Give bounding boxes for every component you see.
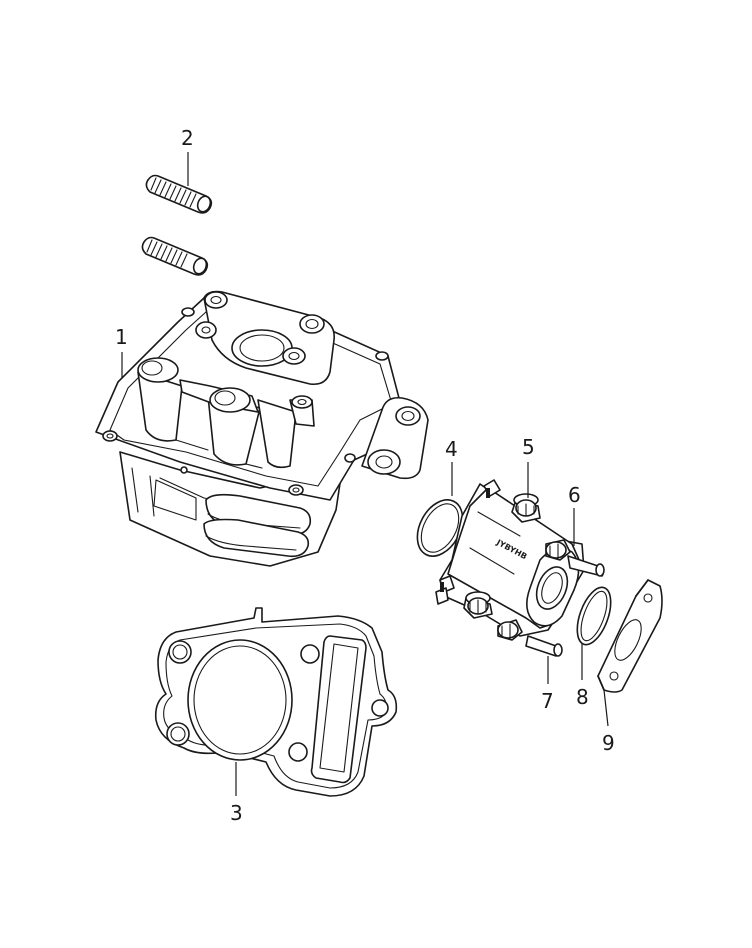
o-ring-4[interactable] bbox=[408, 492, 471, 564]
flange-bolt-5b[interactable] bbox=[545, 539, 571, 561]
callout-3: 3 bbox=[230, 801, 243, 825]
callout-7: 7 bbox=[541, 689, 554, 713]
callout-5: 5 bbox=[522, 435, 535, 459]
cylinder-head[interactable] bbox=[95, 290, 429, 567]
leader-lines bbox=[121, 152, 609, 796]
leader-9 bbox=[603, 689, 609, 727]
callout-9: 9 bbox=[602, 731, 615, 755]
flange-bolt-5c[interactable] bbox=[463, 591, 493, 619]
callout-1: 1 bbox=[115, 325, 128, 349]
callout-8: 8 bbox=[576, 685, 589, 709]
o-ring-8[interactable] bbox=[571, 583, 618, 649]
callout-2: 2 bbox=[181, 126, 194, 150]
callout-4: 4 bbox=[445, 437, 458, 461]
intake-manifold[interactable]: JYBYHB bbox=[439, 483, 585, 637]
flange-bolt-5d[interactable] bbox=[497, 619, 523, 641]
stud-bolt-upper[interactable] bbox=[145, 174, 213, 214]
callout-6: 6 bbox=[568, 483, 581, 507]
stud-7-upper[interactable] bbox=[567, 555, 605, 577]
stud-7-lower[interactable] bbox=[525, 635, 563, 657]
stud-bolt-lower[interactable] bbox=[141, 236, 209, 276]
callout-labels: 1 2 3 4 5 6 7 8 9 bbox=[115, 126, 615, 825]
washer-set bbox=[435, 479, 501, 605]
flange-bolt-5a[interactable] bbox=[511, 493, 541, 523]
cylinder-head-gasket[interactable] bbox=[154, 607, 398, 797]
